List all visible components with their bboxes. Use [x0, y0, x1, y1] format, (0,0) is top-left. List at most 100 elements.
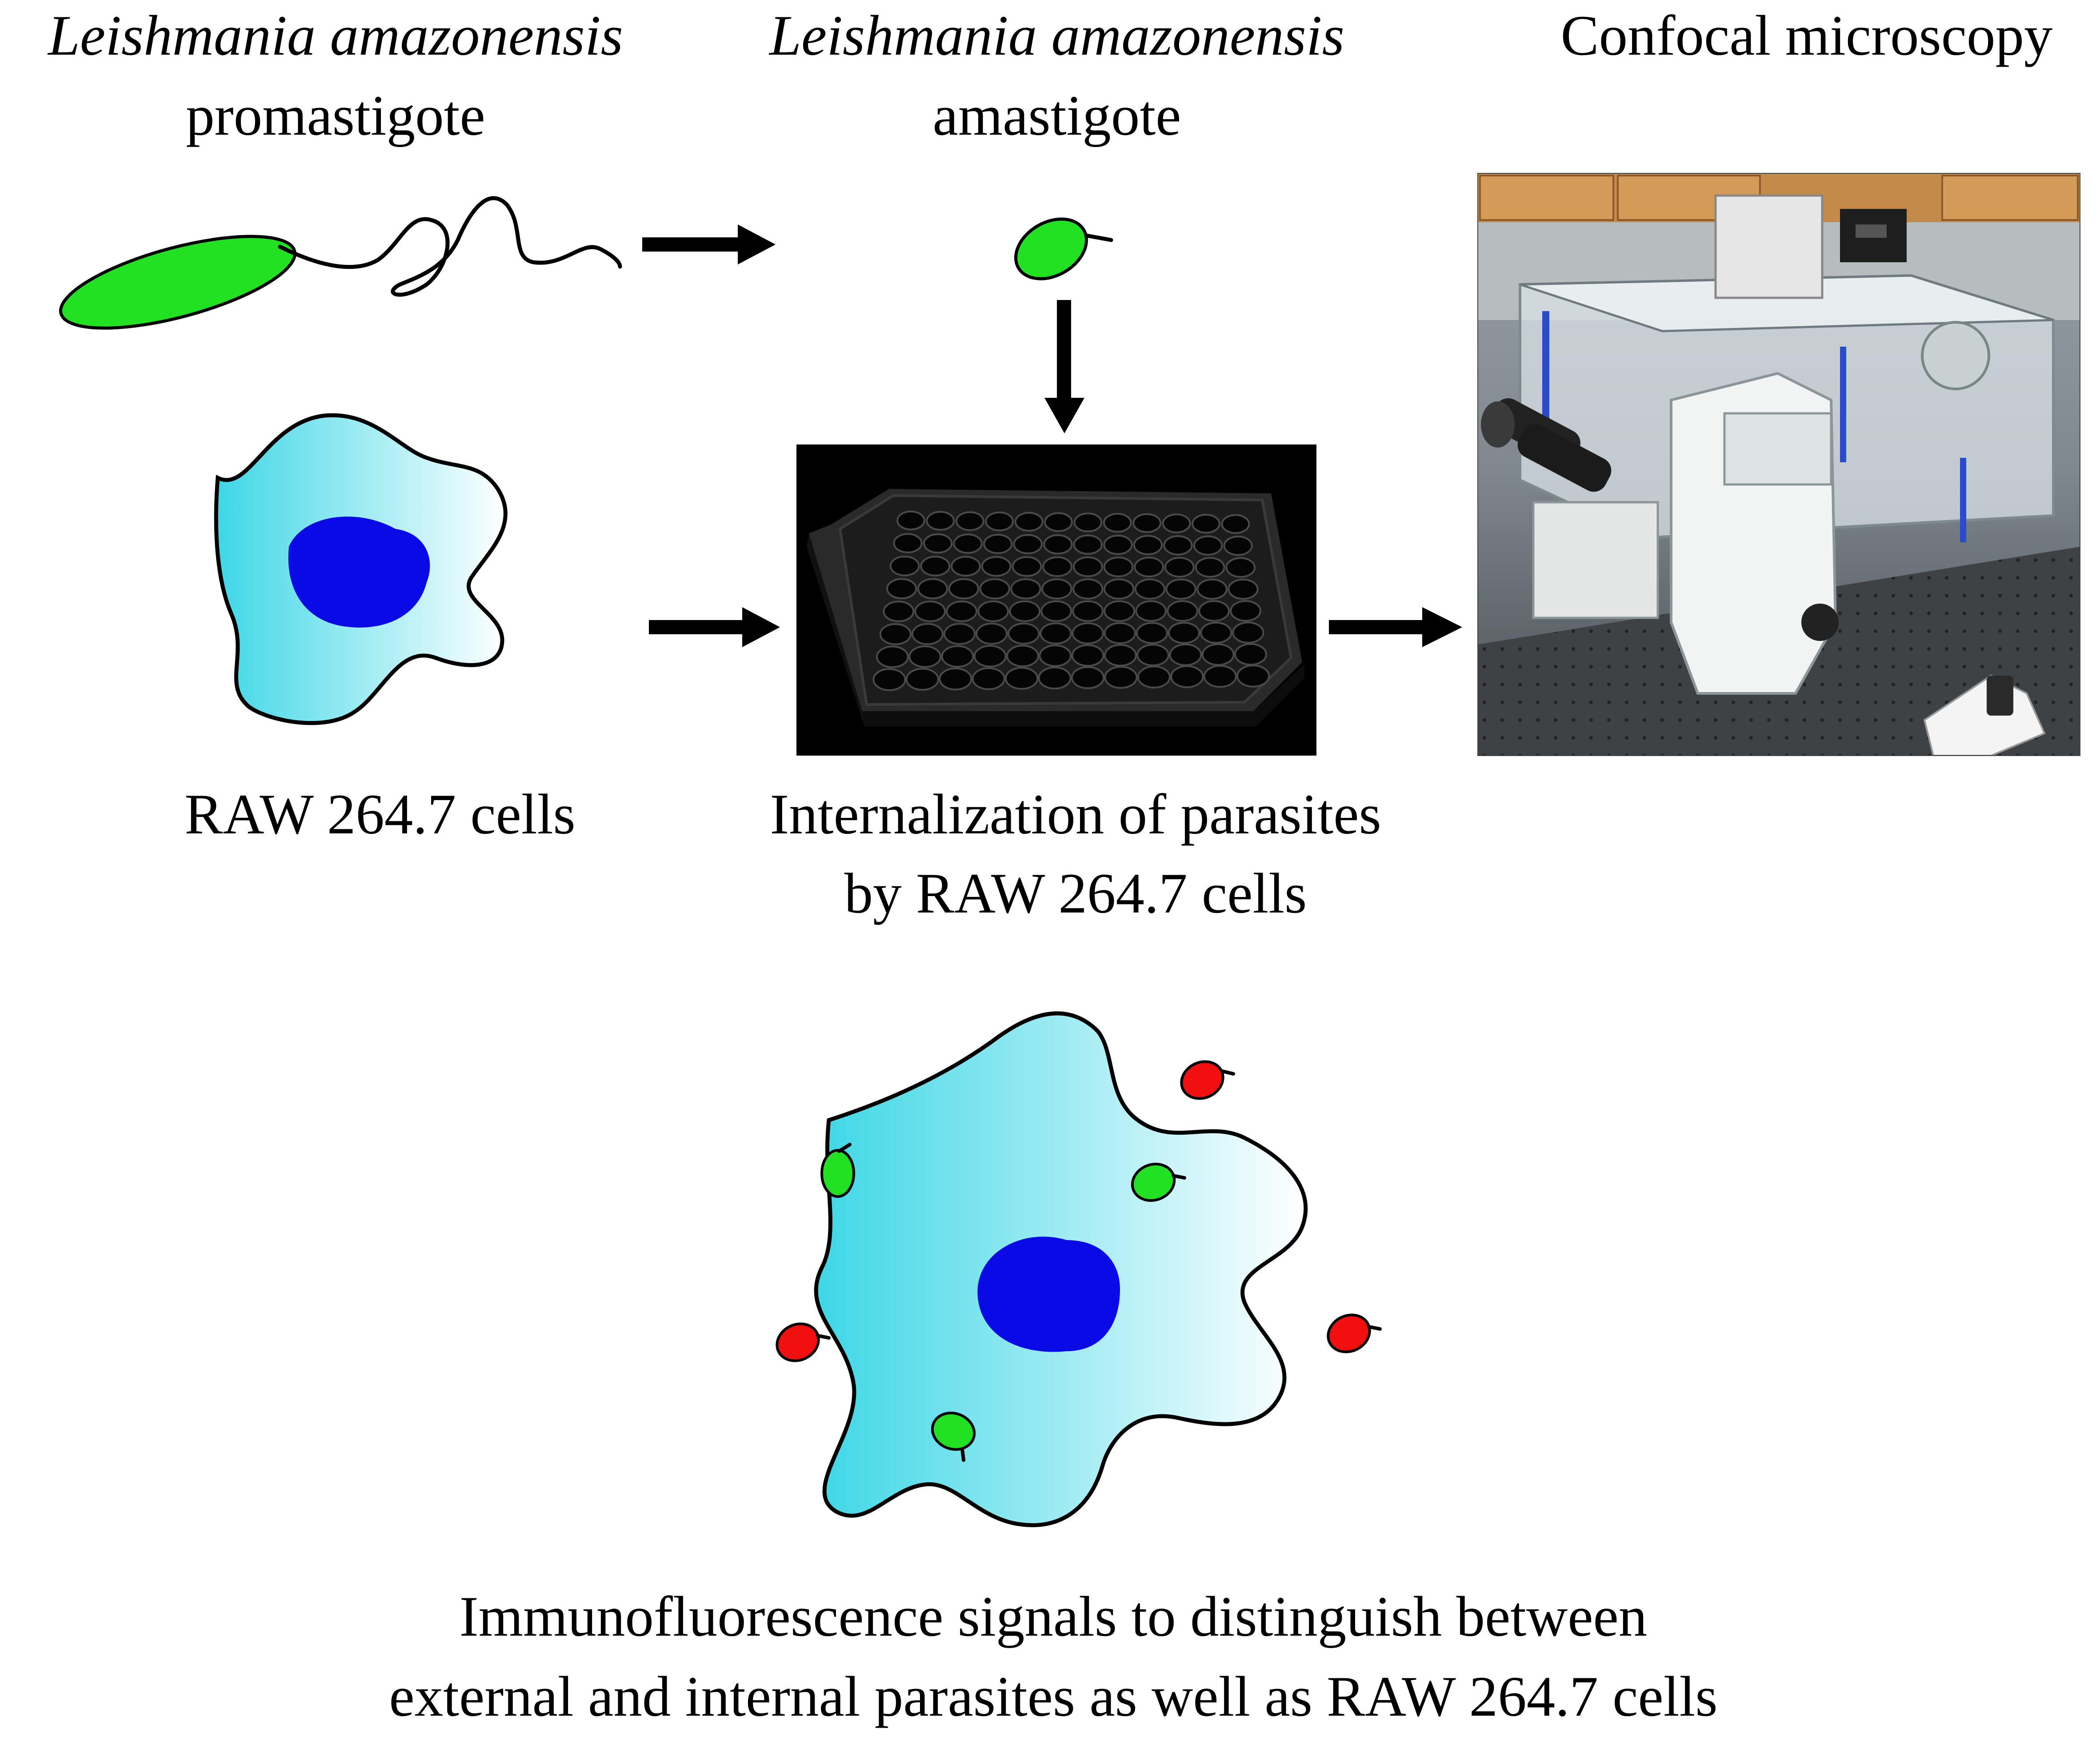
plate-well	[946, 600, 978, 622]
plate-well	[1134, 578, 1166, 600]
plate-well	[977, 600, 1009, 622]
external-parasite-3	[1327, 1313, 1382, 1353]
plate-well	[914, 600, 946, 622]
plate-well	[948, 578, 979, 600]
plate-well	[1014, 512, 1044, 532]
plate-well	[1200, 621, 1232, 644]
plate-well	[1133, 535, 1163, 556]
plate-well	[1072, 578, 1104, 600]
macrophage-with-parasites-icon	[776, 1011, 1382, 1527]
plate-well	[941, 645, 974, 668]
internal-parasite-1	[820, 1143, 855, 1198]
plate-well	[1201, 643, 1235, 666]
plate-well	[1073, 534, 1103, 555]
plate-well	[976, 623, 1008, 645]
internalization-label-line2: by RAW 264.7 cells	[844, 861, 1307, 925]
promastigote-species-label: Leishmania amazonensis	[47, 4, 623, 67]
plate-well	[1104, 622, 1136, 644]
plate-well	[876, 645, 909, 668]
plate-well	[1195, 557, 1225, 578]
internalization-label-line1: Internalization of parasites	[770, 782, 1381, 846]
plate-well	[1013, 534, 1043, 554]
amastigote-species-label: Leishmania amazonensis	[768, 4, 1344, 67]
96-well-plate-icon	[796, 444, 1316, 756]
microscope-label: Confocal microscopy	[1561, 4, 2053, 67]
plate-well	[908, 645, 942, 668]
promastigote-icon	[59, 196, 622, 330]
plate-well	[1072, 622, 1104, 644]
external-parasite-1	[1180, 1060, 1235, 1100]
plate-well	[1170, 665, 1204, 688]
plate-well	[920, 556, 951, 576]
plate-well	[1221, 514, 1250, 534]
external-parasite-2	[776, 1322, 831, 1362]
plate-well	[985, 511, 1014, 532]
plate-well	[1039, 644, 1072, 667]
plate-well	[1104, 666, 1138, 689]
plate-well	[1071, 666, 1105, 689]
plate-well	[981, 556, 1012, 577]
plate-well	[972, 667, 1005, 690]
plate-well	[926, 511, 955, 531]
plate-well	[917, 578, 948, 600]
plate-well	[1009, 600, 1041, 622]
plate-well	[1038, 666, 1072, 690]
plate-well	[1169, 643, 1202, 666]
plate-well	[955, 511, 984, 531]
confocal-microscope-photo	[1478, 173, 2080, 756]
plate-well	[1236, 664, 1270, 688]
plate-well	[1072, 556, 1103, 577]
plate-well	[943, 623, 976, 645]
plate-wells	[872, 510, 1270, 691]
plate-well	[1042, 556, 1072, 577]
plate-well	[1044, 512, 1073, 532]
plate-well	[1135, 600, 1167, 622]
arrow-promastigote-to-amastigote	[642, 224, 776, 264]
plate-well	[1136, 622, 1168, 644]
plate-well	[939, 667, 972, 691]
plate-well	[1006, 644, 1039, 668]
amastigote-icon	[1014, 217, 1113, 280]
plate-well	[1198, 600, 1230, 622]
plate-well	[1103, 578, 1135, 600]
plate-well	[1104, 600, 1136, 622]
plate-well	[886, 578, 917, 600]
promastigote-stage-label: promastigote	[186, 84, 485, 147]
arrow-cells-to-plate	[649, 607, 780, 647]
plate-well	[883, 600, 915, 622]
plate-well	[979, 578, 1010, 600]
plate-well	[1008, 622, 1040, 645]
amastigote-stage-label: amastigote	[933, 84, 1181, 147]
plate-well	[1193, 535, 1223, 556]
plate-well	[1103, 535, 1133, 555]
plate-well	[911, 623, 944, 645]
plate-well	[1192, 514, 1220, 534]
plate-well	[1103, 556, 1134, 577]
plate-well	[923, 533, 953, 554]
plate-well	[1196, 578, 1228, 600]
raw-cells-label: RAW 264.7 cells	[184, 782, 575, 846]
arrow-plate-to-microscope	[1329, 607, 1462, 647]
plate-well	[1012, 556, 1042, 577]
plate-well	[1072, 600, 1104, 622]
plate-well	[893, 533, 923, 553]
plate-well	[1043, 534, 1073, 555]
plate-well	[1163, 535, 1193, 556]
plate-well	[896, 510, 925, 531]
caption-line2: external and internal parasites as well …	[389, 1665, 1717, 1728]
plate-well	[889, 556, 920, 576]
plate-well	[1041, 578, 1072, 600]
plate-well	[983, 533, 1013, 554]
plate-well	[1165, 578, 1196, 600]
internal-parasite-3	[931, 1411, 976, 1462]
plate-well	[1168, 622, 1200, 644]
plate-well	[1137, 665, 1171, 688]
plate-well	[1225, 557, 1256, 578]
plate-well	[905, 668, 940, 691]
plate-well	[1162, 513, 1191, 533]
plate-well	[1234, 643, 1267, 666]
caption-line1: Immunofluorescence signals to distinguis…	[460, 1585, 1648, 1648]
plate-well	[1228, 578, 1259, 600]
plate-well	[879, 623, 912, 645]
